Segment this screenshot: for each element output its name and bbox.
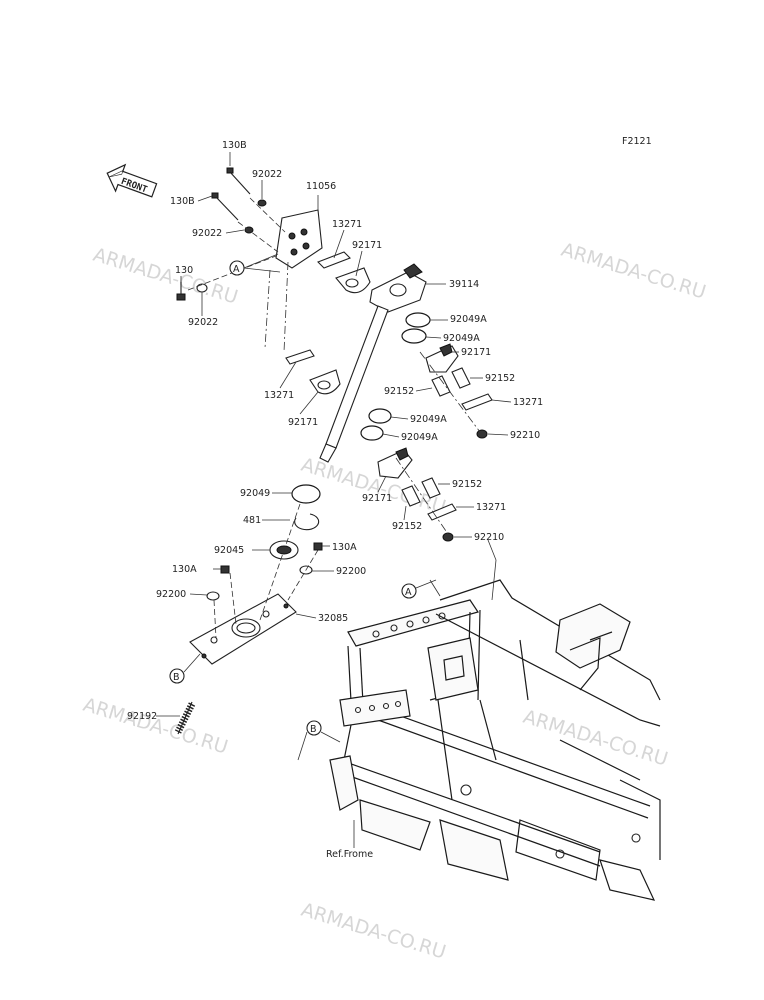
collar-92152-1 bbox=[431, 375, 451, 397]
label-92022-a: 92022 bbox=[252, 169, 282, 180]
frame-reference bbox=[329, 539, 661, 901]
part-labels: 130B 92022 11056 130B 92022 13271 92171 … bbox=[127, 140, 543, 722]
label-11056: 11056 bbox=[306, 181, 336, 192]
front-arrow-icon: FRONT bbox=[106, 163, 158, 198]
watermarks: ARMADA-CO.RU ARMADA-CO.RU ARMADA-CO.RU A… bbox=[81, 239, 709, 964]
nut-92210-2 bbox=[442, 532, 454, 542]
svg-text:A: A bbox=[233, 264, 240, 275]
clamp-39114 bbox=[369, 263, 427, 313]
oring-92049a-1 bbox=[405, 312, 431, 328]
seal-92049 bbox=[291, 484, 321, 504]
steering-shaft bbox=[319, 305, 389, 463]
bracket-32085 bbox=[189, 593, 297, 665]
label-92171-a: 92171 bbox=[352, 240, 382, 251]
label-130b-top: 130B bbox=[222, 140, 247, 151]
label-92022-b: 92022 bbox=[192, 228, 222, 239]
label-13271-c: 13271 bbox=[513, 397, 543, 408]
svg-text:A: A bbox=[405, 587, 412, 598]
label-92200-b: 92200 bbox=[156, 589, 186, 600]
watermark-2: ARMADA-CO.RU bbox=[559, 239, 709, 304]
callout-a-upper: A bbox=[229, 253, 281, 276]
oring-92049a-2 bbox=[401, 328, 427, 344]
lower-parts bbox=[174, 484, 330, 735]
label-92049a-b: 92049A bbox=[443, 333, 480, 344]
callout-b-lower: B bbox=[169, 653, 201, 684]
label-92049a-c: 92049A bbox=[410, 414, 447, 425]
watermark-4: ARMADA-CO.RU bbox=[81, 694, 231, 759]
label-13271-b: 13271 bbox=[264, 390, 294, 401]
watermark-5: ARMADA-CO.RU bbox=[521, 706, 671, 771]
bracket-11056 bbox=[275, 195, 323, 269]
label-92152-d: 92152 bbox=[392, 521, 422, 532]
label-92049a-d: 92049A bbox=[401, 432, 438, 443]
label-130: 130 bbox=[175, 265, 193, 276]
label-13271-d: 13271 bbox=[476, 502, 506, 513]
label-92192: 92192 bbox=[127, 711, 157, 722]
collar-92152-4 bbox=[421, 477, 441, 499]
collar-92152-2 bbox=[451, 367, 471, 389]
label-92171-c: 92171 bbox=[288, 417, 318, 428]
diagram-code: F2121 bbox=[622, 136, 652, 147]
oring-92049a-3 bbox=[368, 408, 392, 424]
label-130a-a: 130A bbox=[172, 564, 197, 575]
callout-a-frame: A bbox=[401, 579, 437, 599]
plate-13271-right-upper bbox=[461, 393, 493, 411]
holder-92171-right-upper bbox=[425, 343, 459, 373]
svg-text:B: B bbox=[310, 724, 317, 735]
label-92022-c: 92022 bbox=[188, 317, 218, 328]
holder-13271-upper bbox=[317, 251, 371, 294]
label-92152-c: 92152 bbox=[452, 479, 482, 490]
label-92171-d: 92171 bbox=[362, 493, 392, 504]
plate-13271-right-lower bbox=[427, 503, 457, 521]
washer-92022-a bbox=[257, 199, 267, 207]
label-130a-b: 130A bbox=[332, 542, 357, 553]
nut-92210-1 bbox=[476, 429, 488, 439]
label-92200-a: 92200 bbox=[336, 566, 366, 577]
label-481: 481 bbox=[243, 515, 261, 526]
watermark-1: ARMADA-CO.RU bbox=[91, 244, 241, 309]
bolt-130a-right bbox=[313, 542, 330, 551]
label-130b-mid: 130B bbox=[170, 196, 195, 207]
holder-13271-lower-left bbox=[285, 349, 341, 395]
circlip-481 bbox=[294, 513, 320, 531]
bolt-130a-left bbox=[213, 565, 230, 574]
label-92210-a: 92210 bbox=[510, 430, 540, 441]
oring-92049a-4 bbox=[360, 425, 384, 441]
bolt-130b-top bbox=[226, 152, 251, 195]
label-13271-a: 13271 bbox=[332, 219, 362, 230]
callout-b-frame: B bbox=[297, 720, 341, 761]
spring-92192 bbox=[174, 701, 196, 735]
label-32085: 32085 bbox=[318, 613, 348, 624]
label-92171-b: 92171 bbox=[461, 347, 491, 358]
label-92045: 92045 bbox=[214, 545, 244, 556]
ref-frame-label: Ref.Frome bbox=[326, 849, 373, 860]
label-92152-a: 92152 bbox=[485, 373, 515, 384]
watermark-6: ARMADA-CO.RU bbox=[299, 899, 449, 964]
washer-92200-left bbox=[206, 591, 220, 601]
washer-92022-c bbox=[196, 283, 208, 293]
label-92152-b: 92152 bbox=[384, 386, 414, 397]
label-39114: 39114 bbox=[449, 279, 479, 290]
svg-text:B: B bbox=[173, 672, 180, 683]
label-92049: 92049 bbox=[240, 488, 270, 499]
label-92210-b: 92210 bbox=[474, 532, 504, 543]
bolt-130b-mid bbox=[211, 192, 239, 221]
holder-92171-right-lower bbox=[377, 447, 413, 479]
collar-92152-3 bbox=[401, 485, 421, 507]
label-92049a-a: 92049A bbox=[450, 314, 487, 325]
